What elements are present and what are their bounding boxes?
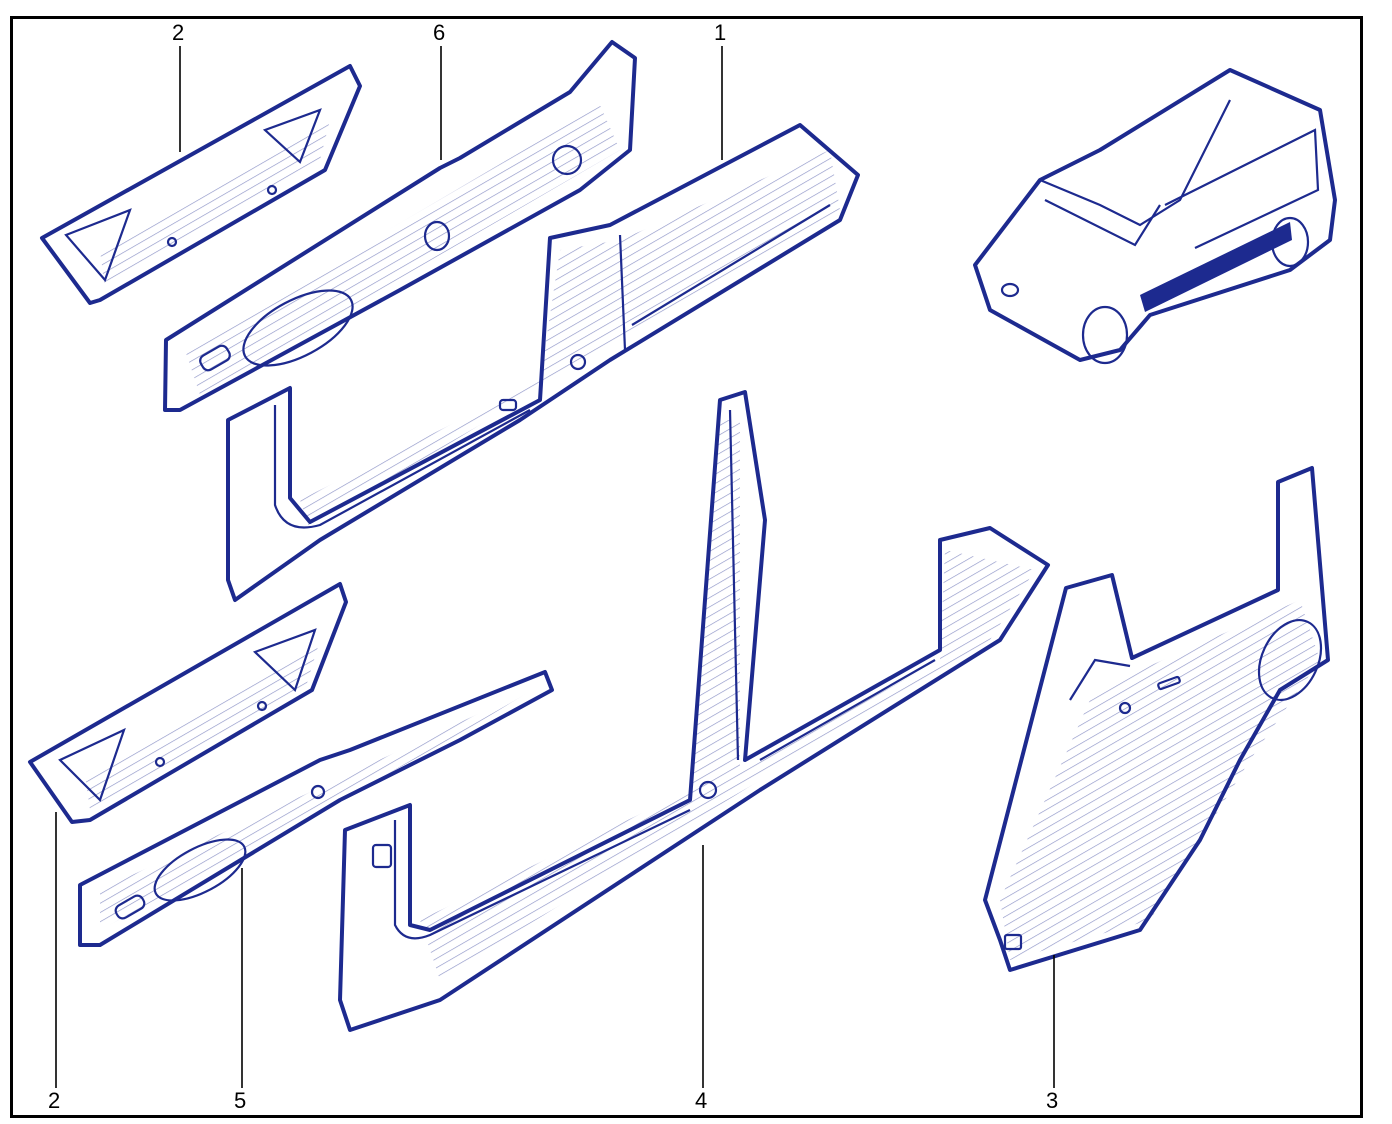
part-2-top-reinforcement [40,64,362,305]
part-6-inner-sill-top [163,40,637,412]
callout-6-top: 6 [433,20,446,45]
vehicle-icon [973,68,1337,365]
callout-2-top: 2 [172,20,185,45]
part-5-inner-sill-bottom [78,670,554,947]
callout-4-bottom: 4 [695,1088,708,1113]
leader-lines [55,46,1055,1088]
callout-2-bottom: 2 [48,1088,61,1113]
part-1-outer-sill-top [226,123,860,602]
callout-1-top: 1 [714,20,727,45]
callout-3-bottom: 3 [1046,1088,1059,1113]
part-2-bottom-reinforcement [28,582,348,824]
part-4-side-sill-bottom [338,390,1050,1032]
callout-5-bottom: 5 [234,1088,247,1113]
part-3-rear-quarter-panel [983,466,1330,972]
